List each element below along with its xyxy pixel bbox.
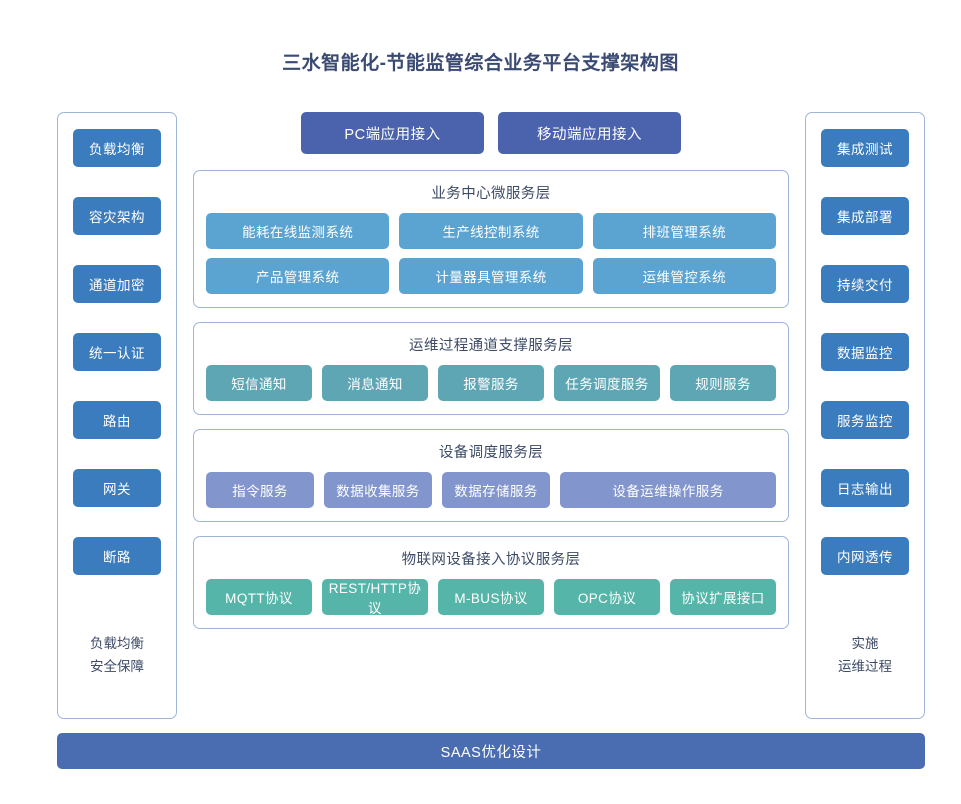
left-rail-footer: 负载均衡 安全保障 [90,633,144,678]
layer-business-title: 业务中心微服务层 [431,186,551,202]
layer-iot-protocol-title: 物联网设备接入协议服务层 [401,552,581,568]
right-rail-item-2[interactable]: 持续交付 [821,265,909,303]
chip-energy-monitoring[interactable]: 能耗在线监测系统 [206,213,390,249]
left-rail-item-0[interactable]: 负载均衡 [73,129,161,167]
chip-product-management[interactable]: 产品管理系统 [206,258,390,294]
right-rail-item-3[interactable]: 数据监控 [821,333,909,371]
layer-device-scheduling: 设备调度服务层 指令服务 数据收集服务 数据存储服务 设备运维操作服务 [193,429,789,522]
chip-sms-notification[interactable]: 短信通知 [206,365,312,401]
chip-mqtt-protocol[interactable]: MQTT协议 [206,579,312,615]
center-column: PC端应用接入 移动端应用接入 业务中心微服务层 能耗在线监测系统 生产线控制系… [193,112,789,719]
chip-metering-device-management[interactable]: 计量器具管理系统 [399,258,583,294]
layer-ops-channel-row-1: 短信通知 消息通知 报警服务 任务调度服务 规则服务 [206,365,776,401]
chip-task-scheduling-service[interactable]: 任务调度服务 [554,365,660,401]
left-rail-footer-line-2: 安全保障 [90,658,144,674]
right-rail-footer: 实施 运维过程 [838,633,892,678]
chip-rest-http-protocol[interactable]: REST/HTTP协议 [322,579,428,616]
chip-production-line-control[interactable]: 生产线控制系统 [399,213,583,249]
page-title: 三水智能化-节能监管综合业务平台支撑架构图 [282,53,679,74]
right-rail: 集成测试 集成部署 持续交付 数据监控 服务监控 日志输出 内网透传 实施 运维… [805,112,925,719]
right-rail-footer-line-1: 实施 [851,636,879,652]
layer-business-row-2: 产品管理系统 计量器具管理系统 运维管控系统 [206,258,776,294]
right-rail-footer-line-2: 运维过程 [838,658,892,674]
layer-business: 业务中心微服务层 能耗在线监测系统 生产线控制系统 排班管理系统 产品管理系统 … [193,170,789,308]
chip-opc-protocol[interactable]: OPC协议 [554,579,660,615]
left-rail-item-5[interactable]: 网关 [73,469,161,507]
left-rail-item-3[interactable]: 统一认证 [73,333,161,371]
left-rail-footer-line-1: 负载均衡 [90,636,144,652]
left-rail-item-6[interactable]: 断路 [73,537,161,575]
chip-protocol-extension-interface[interactable]: 协议扩展接口 [670,579,776,615]
left-rail-item-2[interactable]: 通道加密 [73,265,161,303]
chip-data-storage-service[interactable]: 数据存储服务 [442,472,550,508]
chip-shift-management[interactable]: 排班管理系统 [592,213,776,249]
chip-command-service[interactable]: 指令服务 [206,472,314,508]
chip-data-collection-service[interactable]: 数据收集服务 [324,472,432,508]
mobile-access-button[interactable]: 移动端应用接入 [498,112,681,154]
left-rail: 负载均衡 容灾架构 通道加密 统一认证 路由 网关 断路 负载均衡 安全保障 [57,112,177,719]
chip-rule-service[interactable]: 规则服务 [670,365,776,401]
left-rail-item-4[interactable]: 路由 [73,401,161,439]
right-rail-item-1[interactable]: 集成部署 [821,197,909,235]
layer-iot-protocol: 物联网设备接入协议服务层 MQTT协议 REST/HTTP协议 M-BUS协议 … [193,536,789,629]
saas-optimization-bar[interactable]: SAAS优化设计 [57,733,925,769]
chip-mbus-protocol[interactable]: M-BUS协议 [438,579,544,615]
chip-ops-control[interactable]: 运维管控系统 [592,258,776,294]
access-buttons-row: PC端应用接入 移动端应用接入 [193,112,789,154]
chip-device-ops-operation-service[interactable]: 设备运维操作服务 [560,472,776,508]
layer-device-scheduling-row-1: 指令服务 数据收集服务 数据存储服务 设备运维操作服务 [206,472,776,508]
right-rail-item-6[interactable]: 内网透传 [821,537,909,575]
layer-ops-channel-title: 运维过程通道支撑服务层 [409,338,573,354]
layer-device-scheduling-title: 设备调度服务层 [438,445,544,461]
layer-business-row-1: 能耗在线监测系统 生产线控制系统 排班管理系统 [206,213,776,249]
right-rail-item-4[interactable]: 服务监控 [821,401,909,439]
diagram-body: 负载均衡 容灾架构 通道加密 统一认证 路由 网关 断路 负载均衡 安全保障 P… [57,112,925,719]
chip-alarm-service[interactable]: 报警服务 [438,365,544,401]
pc-access-button[interactable]: PC端应用接入 [301,112,484,154]
layer-ops-channel: 运维过程通道支撑服务层 短信通知 消息通知 报警服务 任务调度服务 规则服务 [193,322,789,415]
right-rail-item-5[interactable]: 日志输出 [821,469,909,507]
right-rail-item-0[interactable]: 集成测试 [821,129,909,167]
layer-iot-protocol-row-1: MQTT协议 REST/HTTP协议 M-BUS协议 OPC协议 协议扩展接口 [206,579,776,616]
left-rail-item-1[interactable]: 容灾架构 [73,197,161,235]
chip-message-notification[interactable]: 消息通知 [322,365,428,401]
